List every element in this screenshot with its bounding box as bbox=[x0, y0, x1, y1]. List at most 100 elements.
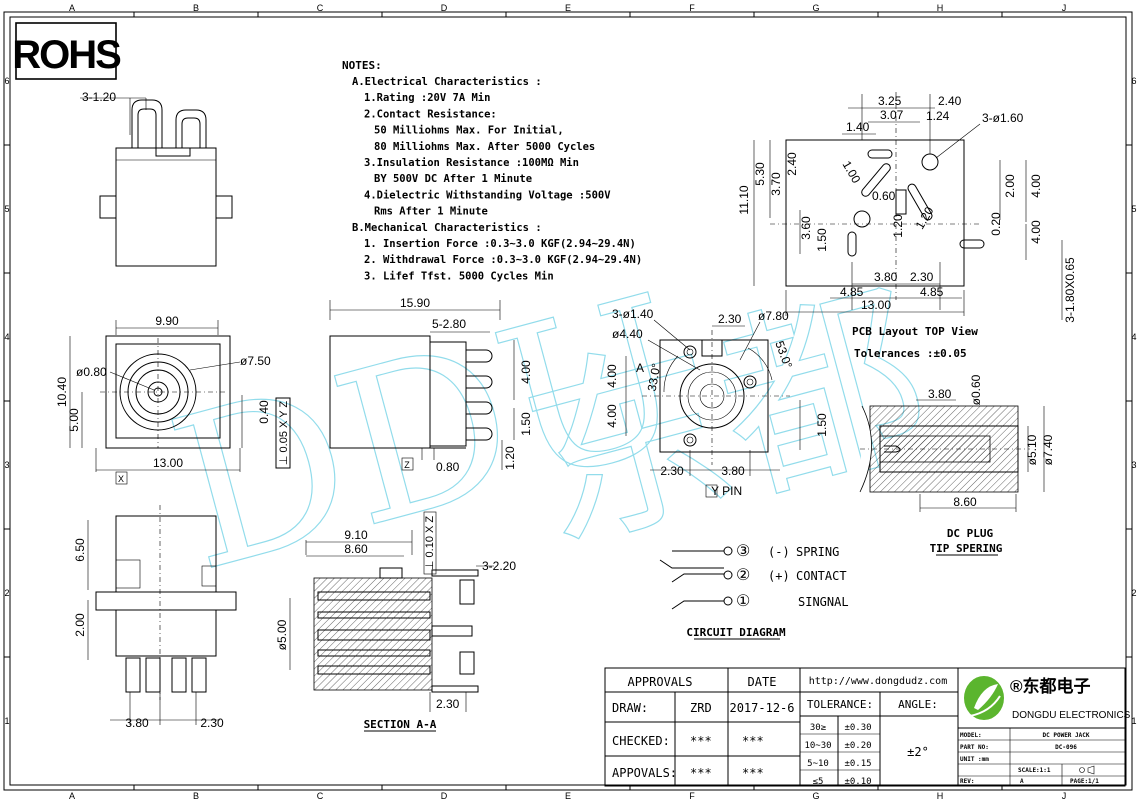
circuit-num: ② bbox=[736, 567, 750, 584]
border-col-label-bottom: C bbox=[317, 791, 324, 801]
notes-block: NOTES: A.Electrical Characteristics : 1.R… bbox=[342, 59, 642, 282]
tb-scale: SCALE:1:1 bbox=[1018, 767, 1051, 774]
dim-pcb-060: 0.60 bbox=[872, 189, 896, 203]
pin-section-mark: A bbox=[636, 361, 644, 375]
section-a-a: 9.10 8.60 ⊥ 0.10 X Z 3-2.20 ø5.00 2.30 S… bbox=[275, 511, 516, 732]
border-col-label-top: D bbox=[441, 3, 448, 13]
notes-line: 2. Withdrawal Force :0.3~3.0 KGF(2.94~29… bbox=[364, 254, 642, 266]
border-row-label-left: 3 bbox=[4, 460, 9, 470]
circuit-sign: (-) bbox=[768, 545, 790, 559]
notes-line: BY 500V DC After 1 Minute bbox=[374, 173, 532, 185]
dim-bottom-650: 6.50 bbox=[73, 538, 87, 562]
border-col-label-bottom: F bbox=[689, 791, 695, 801]
border-col-label-top: C bbox=[317, 3, 324, 13]
dim-pin-440: ø4.40 bbox=[612, 327, 643, 341]
dim-pcb-485a: 4.85 bbox=[840, 285, 864, 299]
border-row-label-right: 4 bbox=[1131, 332, 1136, 342]
dim-pcb-020: 0.20 bbox=[989, 212, 1003, 236]
dim-pin-400a: 4.00 bbox=[605, 364, 619, 388]
dim-front-5: 5.00 bbox=[67, 408, 81, 432]
dim-front-bore: ø7.50 bbox=[240, 354, 271, 368]
tb-angle-tol: ±2° bbox=[907, 745, 929, 759]
dim-pcb-400a: 4.00 bbox=[1029, 174, 1043, 198]
tb-draw-by: ZRD bbox=[690, 701, 712, 715]
dim-bottom-380: 3.80 bbox=[125, 716, 149, 730]
plug-title-1: DC PLUG bbox=[947, 527, 994, 540]
tb-approvals: APPROVALS bbox=[627, 675, 692, 689]
dim-pin-314: 3-ø1.40 bbox=[612, 307, 654, 321]
dim-pcb-200: 2.00 bbox=[1003, 174, 1017, 198]
dim-front-height: 10.40 bbox=[55, 377, 69, 407]
circuit-num: ① bbox=[736, 593, 750, 610]
tb-company-en: DONGDU ELECTRONICS bbox=[1012, 710, 1131, 721]
dim-pin-780: ø7.80 bbox=[758, 309, 789, 323]
dim-bottom-200: 2.00 bbox=[73, 613, 87, 637]
dim-plug-510: ø5.10 bbox=[1025, 434, 1039, 465]
border-row-label-right: 2 bbox=[1131, 588, 1136, 598]
watermark: DDU 东都 bbox=[149, 248, 950, 619]
dim-pcb-140: 1.40 bbox=[846, 120, 870, 134]
company-logo-icon bbox=[964, 676, 1004, 720]
border-row-label-left: 5 bbox=[4, 204, 9, 214]
tb-appovals-date: *** bbox=[742, 766, 764, 780]
dim-plug-060: ø0.60 bbox=[969, 374, 983, 405]
notes-line: 1. Insertion Force :0.3~3.0 KGF(2.94~29.… bbox=[364, 238, 636, 250]
dim-pin-230t: 2.30 bbox=[718, 312, 742, 326]
datum-frame: ⊥ 0.05 X Y Z bbox=[278, 401, 290, 465]
side-view-middle: 15.90 5-2.80 0.80 4.00 1.50 1.20 Z bbox=[329, 296, 533, 474]
pcb-title: PCB Layout TOP View bbox=[852, 325, 978, 338]
tb-draw-date: 2017-12-6 bbox=[729, 701, 794, 715]
tb-unit: UNIT :mm bbox=[960, 756, 989, 763]
notes-title: NOTES: bbox=[342, 59, 382, 72]
side-view-top: 3-1.20 bbox=[80, 90, 233, 267]
datum-z: Z bbox=[404, 460, 410, 470]
notes-line: A.Electrical Characteristics : bbox=[352, 76, 542, 88]
plug-title-2: TIP SPERING bbox=[930, 542, 1003, 555]
notes-line: 2.Contact Resistance: bbox=[364, 108, 497, 120]
dim-pcb-120a: 1.20 bbox=[891, 214, 905, 238]
border-col-label-bottom: J bbox=[1062, 791, 1067, 801]
circuit-num: ③ bbox=[736, 543, 750, 560]
dim-side-length: 15.90 bbox=[400, 296, 430, 310]
dim-pcb-370: 3.70 bbox=[769, 172, 783, 196]
dim-sec-230: 2.30 bbox=[436, 697, 460, 711]
dim-pcb-530: 5.30 bbox=[753, 162, 767, 186]
projection-symbol-icon bbox=[1079, 765, 1095, 775]
tb-part-label: PART NO: bbox=[960, 744, 989, 751]
dim-front-pin: ø0.80 bbox=[76, 365, 107, 379]
tol-value: ±0.15 bbox=[844, 759, 871, 769]
tb-rev-label: REV: bbox=[960, 778, 974, 785]
border-col-label-top: A bbox=[69, 3, 75, 13]
dim-pcb-400b: 4.00 bbox=[1029, 220, 1043, 244]
dim-pcb-1110: 11.10 bbox=[737, 185, 751, 214]
border-row-label-right: 5 bbox=[1131, 204, 1136, 214]
dim-pin-330: 33.0° bbox=[645, 362, 664, 392]
dim-side-top: 3-1.20 bbox=[82, 90, 116, 104]
tb-tolerance: TOLERANCE: bbox=[807, 698, 873, 711]
dim-plug-740: ø7.40 bbox=[1041, 434, 1055, 465]
tol-range: ≤5 bbox=[813, 777, 824, 787]
border-col-label-bottom: H bbox=[937, 791, 944, 801]
dim-plug-380: 3.80 bbox=[928, 387, 952, 401]
dim-side-pins: 5-2.80 bbox=[432, 317, 466, 331]
dim-pcb-slot: 3-1.80X0.65 bbox=[1063, 257, 1077, 323]
dim-side-120: 1.20 bbox=[503, 446, 517, 470]
border-row-label-right: 6 bbox=[1131, 76, 1136, 86]
border-col-label-top: J bbox=[1062, 3, 1067, 13]
border-col-label-bottom: E bbox=[565, 791, 571, 801]
border-col-label-top: G bbox=[812, 3, 819, 13]
section-title: SECTION A-A bbox=[364, 718, 437, 731]
dim-pin-380: 3.80 bbox=[721, 464, 745, 478]
dim-pcb-485b: 4.85 bbox=[920, 285, 944, 299]
notes-line: 1.Rating :20V 7A Min bbox=[364, 92, 490, 104]
tb-model-value: DC POWER JACK bbox=[1043, 732, 1090, 739]
border-row-label-left: 4 bbox=[4, 332, 9, 342]
notes-line: 4.Dielectric Withstanding Voltage :500V bbox=[364, 189, 611, 201]
tb-angle: ANGLE: bbox=[898, 698, 938, 711]
sec-frame: ⊥ 0.10 X Z bbox=[424, 516, 436, 570]
dim-bottom-230: 2.30 bbox=[200, 716, 224, 730]
circuit-title: CIRCUIT DIAGRAM bbox=[686, 626, 786, 639]
dim-front-width: 9.90 bbox=[155, 314, 179, 328]
tb-appovals-label: APPOVALS: bbox=[612, 766, 677, 780]
